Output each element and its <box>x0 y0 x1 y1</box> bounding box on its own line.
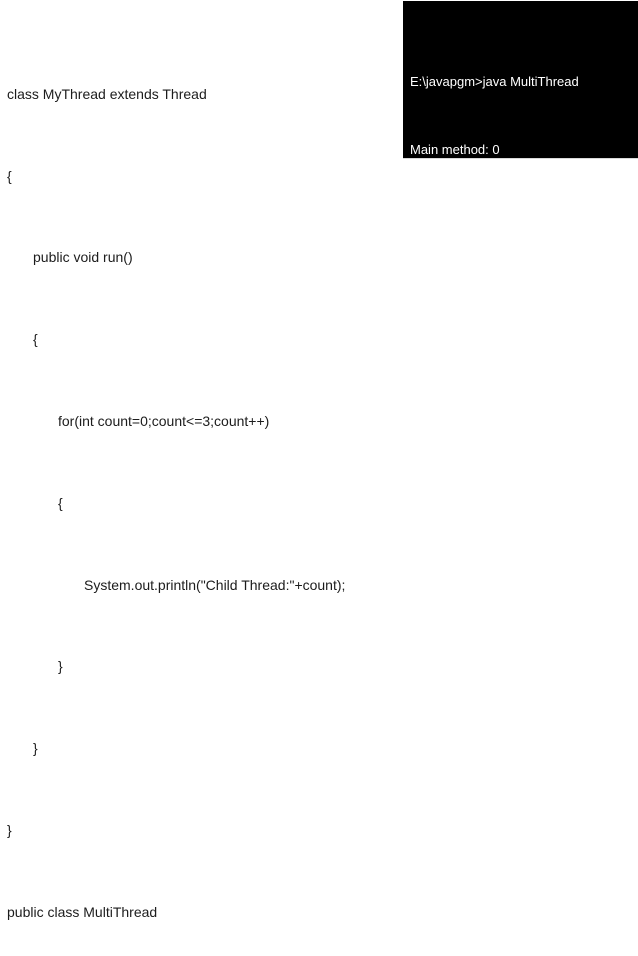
code-line: public void run() <box>33 249 133 266</box>
console-window: E:\javapgm>java MultiThread Main method:… <box>403 1 638 633</box>
code-line: class MyThread extends Thread <box>7 85 207 102</box>
console-line: Child Thread:2 <box>410 550 496 565</box>
console-line: Main method: 2 <box>410 414 500 429</box>
code-line: { <box>58 494 63 511</box>
console-line: Child Thread:0 <box>410 278 496 293</box>
console-line: Child Thread:3 <box>410 618 496 633</box>
code-line: for(int count=0;count<=3;count++) <box>58 413 270 429</box>
code-line: { <box>33 331 38 348</box>
code-panel: class MyThread extends Thread { public v… <box>7 2 350 956</box>
console-line: Child Thread:1 <box>410 346 496 361</box>
console-line: E:\javapgm>java MultiThread <box>410 74 579 89</box>
code-line: System.out.println("Child Thread:"+count… <box>84 576 346 593</box>
console-line: Main method: 1 <box>410 210 500 225</box>
code-line: } <box>33 740 38 757</box>
code-line: } <box>58 658 63 675</box>
slide: class MyThread extends Thread { public v… <box>7 1 638 920</box>
console-line: Main method: 3 <box>410 482 500 497</box>
code-line: { <box>7 167 12 184</box>
code-line: } <box>7 821 12 838</box>
code-line: public class MultiThread <box>7 903 158 920</box>
console-line: Main method: 0 <box>410 142 500 157</box>
